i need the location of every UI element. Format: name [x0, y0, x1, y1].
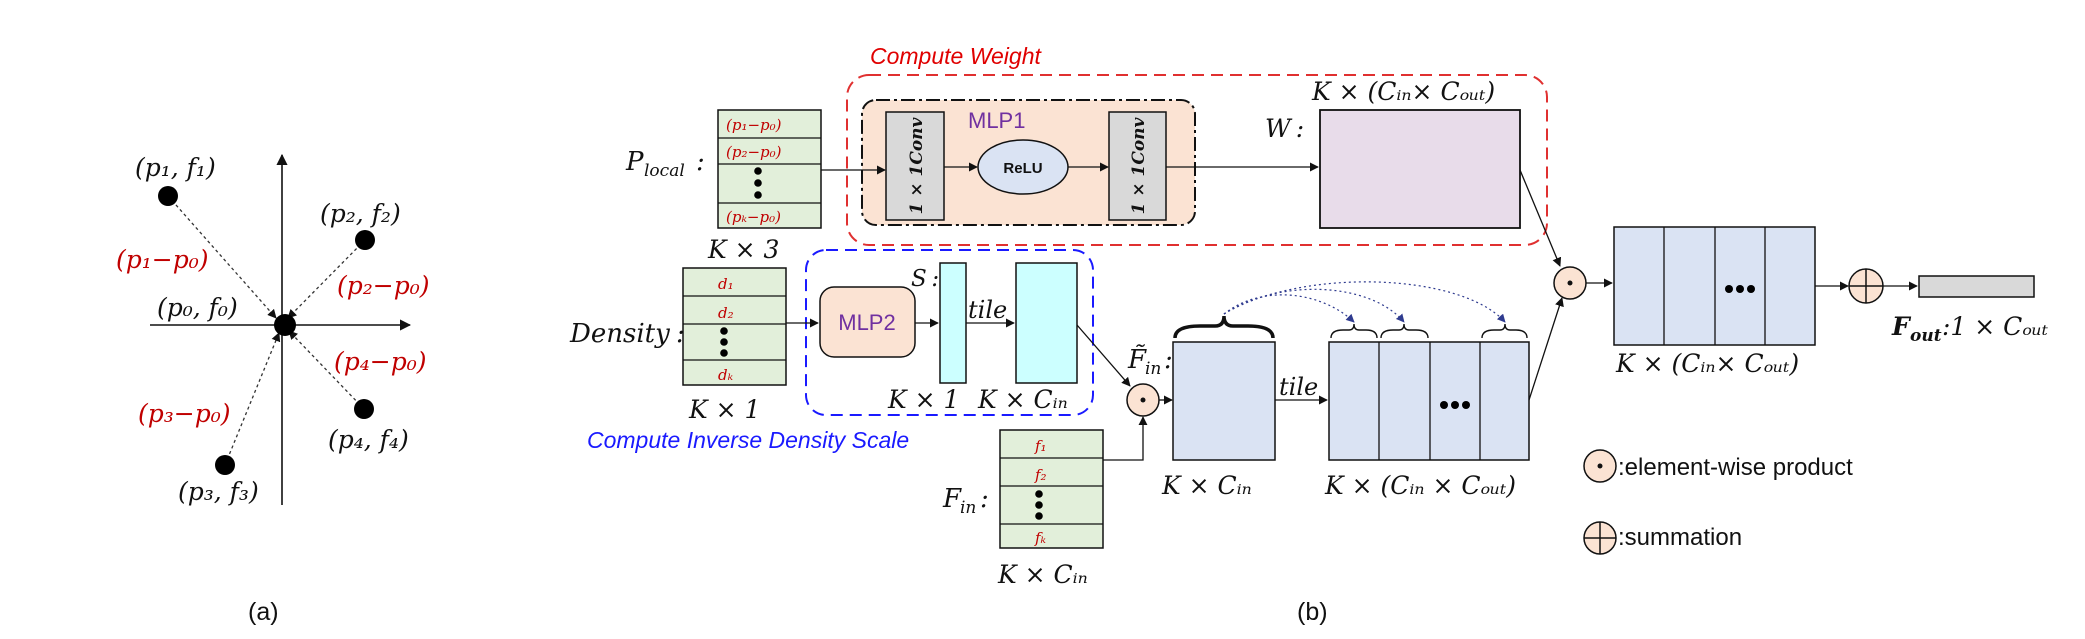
- caption-b: (b): [1297, 598, 1328, 626]
- s-dim: K × 1: [887, 385, 959, 414]
- point-p0: [274, 314, 296, 336]
- offset-label-1: (p₁−p₀): [116, 245, 209, 274]
- conv-label-2: 1 × 1Conv: [1129, 116, 1149, 214]
- arrow-stile-product: [1076, 324, 1131, 387]
- s-label: S :: [911, 266, 939, 292]
- offset-line-2: [287, 239, 366, 319]
- label-p4: (p₄, f₄): [328, 425, 409, 454]
- tile-label-2: tile: [1279, 373, 1318, 401]
- tiled-dim: K × (Cᵢₙ × Cₒᵤₜ): [1324, 471, 1516, 500]
- point-p1: [158, 186, 178, 206]
- output-vector: [1918, 275, 2035, 298]
- panel-b: Compute Weight MLP1 1 × 1Conv ReLU 1 × 1…: [569, 43, 2048, 626]
- density-row-1: d₁: [718, 275, 734, 293]
- label-p2: (p₂, f₂): [320, 199, 401, 228]
- p-local-dim: K × 3: [707, 235, 779, 264]
- density-colon: :: [676, 319, 685, 349]
- s-tiled-dim: K × Cᵢₙ: [977, 385, 1068, 414]
- p-local-sub: local: [644, 161, 685, 181]
- density-table: d₁ d₂ dₖ: [682, 267, 787, 386]
- ftilde-label: F̃: [1127, 344, 1147, 375]
- legend-sum-label: :summation: [1618, 524, 1742, 551]
- fin-sub: in: [960, 498, 976, 518]
- fin-dim: K × Cᵢₙ: [997, 560, 1088, 589]
- relu-label: ReLU: [1003, 160, 1042, 177]
- offset-line-4: [288, 330, 365, 410]
- fin-label: F: [942, 484, 962, 514]
- conv-box-2: [1108, 111, 1167, 221]
- ftilde-matrix: [1172, 341, 1276, 461]
- density-dim: K × 1: [688, 395, 760, 424]
- s-vector: [939, 262, 967, 384]
- s-tiled-matrix: [1015, 262, 1078, 384]
- point-p3: [215, 455, 235, 475]
- mlp2-label: MLP2: [838, 310, 895, 335]
- tile-copy-arrow-1: [1223, 294, 1355, 323]
- p-local-colon: :: [696, 147, 705, 177]
- fin-row-k: fₖ: [1034, 529, 1047, 547]
- density-row-k: dₖ: [718, 366, 734, 384]
- arrow-weight-product: [1519, 169, 1562, 267]
- label-p3: (p₃, f₃): [178, 477, 259, 506]
- p-local-row-1: (p₁−p₀): [726, 116, 782, 134]
- ftilde-colon: :: [1164, 345, 1173, 375]
- arrow-fin-product: [1103, 416, 1148, 461]
- weight-dim: K × (Cᵢₙ× Cₒᵤₜ): [1311, 77, 1495, 106]
- arrow-tiled-product: [1528, 297, 1564, 401]
- p-local-row-k: (pₖ−p₀): [726, 208, 781, 226]
- caption-a: (a): [248, 598, 279, 626]
- fin-row-1: f₁: [1034, 437, 1047, 455]
- legend: :element-wise product :summation: [1583, 449, 1853, 555]
- fin-table: f₁ f₂ fₖ: [999, 429, 1104, 549]
- mlp1-label: MLP1: [968, 108, 1025, 133]
- label-p0: (p₀, f₀): [157, 293, 238, 322]
- tiled-matrix: [1328, 323, 1530, 461]
- compute-density-title: Compute Inverse Density Scale: [587, 427, 909, 453]
- label-p1: (p₁, f₁): [135, 153, 216, 182]
- legend-product-label: :element-wise product: [1618, 454, 1853, 481]
- point-p2: [355, 230, 375, 250]
- p-local-label: P: [625, 147, 644, 177]
- mlp2-box: [819, 286, 916, 358]
- tile-label-1: tile: [968, 296, 1007, 324]
- offset-label-2: (p₂−p₀): [337, 271, 430, 300]
- tile-copy-arrow-2: [1223, 288, 1405, 323]
- ftilde-sub: in: [1145, 359, 1161, 379]
- weight-matrix: [1319, 109, 1521, 229]
- fout-dim: :1 × Cₒᵤₜ: [1942, 312, 2048, 341]
- product-dim: K × (Cᵢₙ× Cₒᵤₜ): [1615, 349, 1799, 378]
- ftilde-brace: [1173, 315, 1275, 339]
- compute-weight-region: [846, 74, 1548, 246]
- panel-a: (p₁, f₁) (p₂, f₂) (p₀, f₀) (p₃, f₃) (p₄,…: [116, 153, 430, 626]
- density-row-2: d₂: [718, 304, 734, 322]
- p-local-table: (p₁−p₀) (p₂−p₀) (pₖ−p₀): [717, 109, 822, 229]
- fout-sub: out: [1910, 326, 1942, 346]
- offset-label-4: (p₄−p₀): [334, 347, 427, 376]
- offset-label-3: (p₃−p₀): [138, 399, 231, 428]
- density-label: Density: [569, 319, 670, 349]
- p-local-row-2: (p₂−p₀): [726, 143, 782, 161]
- point-p4: [354, 399, 374, 419]
- tile-copy-arrow-3: [1223, 281, 1506, 323]
- fin-colon: :: [980, 484, 989, 514]
- product-matrix: [1613, 226, 1816, 346]
- fin-row-2: f₂: [1034, 466, 1047, 484]
- offset-line-3: [224, 332, 281, 466]
- conv-box-1: [885, 111, 945, 221]
- conv-label-1: 1 × 1Conv: [907, 116, 927, 214]
- ftilde-dim: K × Cᵢₙ: [1161, 471, 1252, 500]
- fout-label: F: [1891, 312, 1912, 341]
- compute-weight-title: Compute Weight: [870, 43, 1042, 69]
- weight-label: W :: [1265, 114, 1304, 143]
- compute-density-region: [805, 249, 1094, 416]
